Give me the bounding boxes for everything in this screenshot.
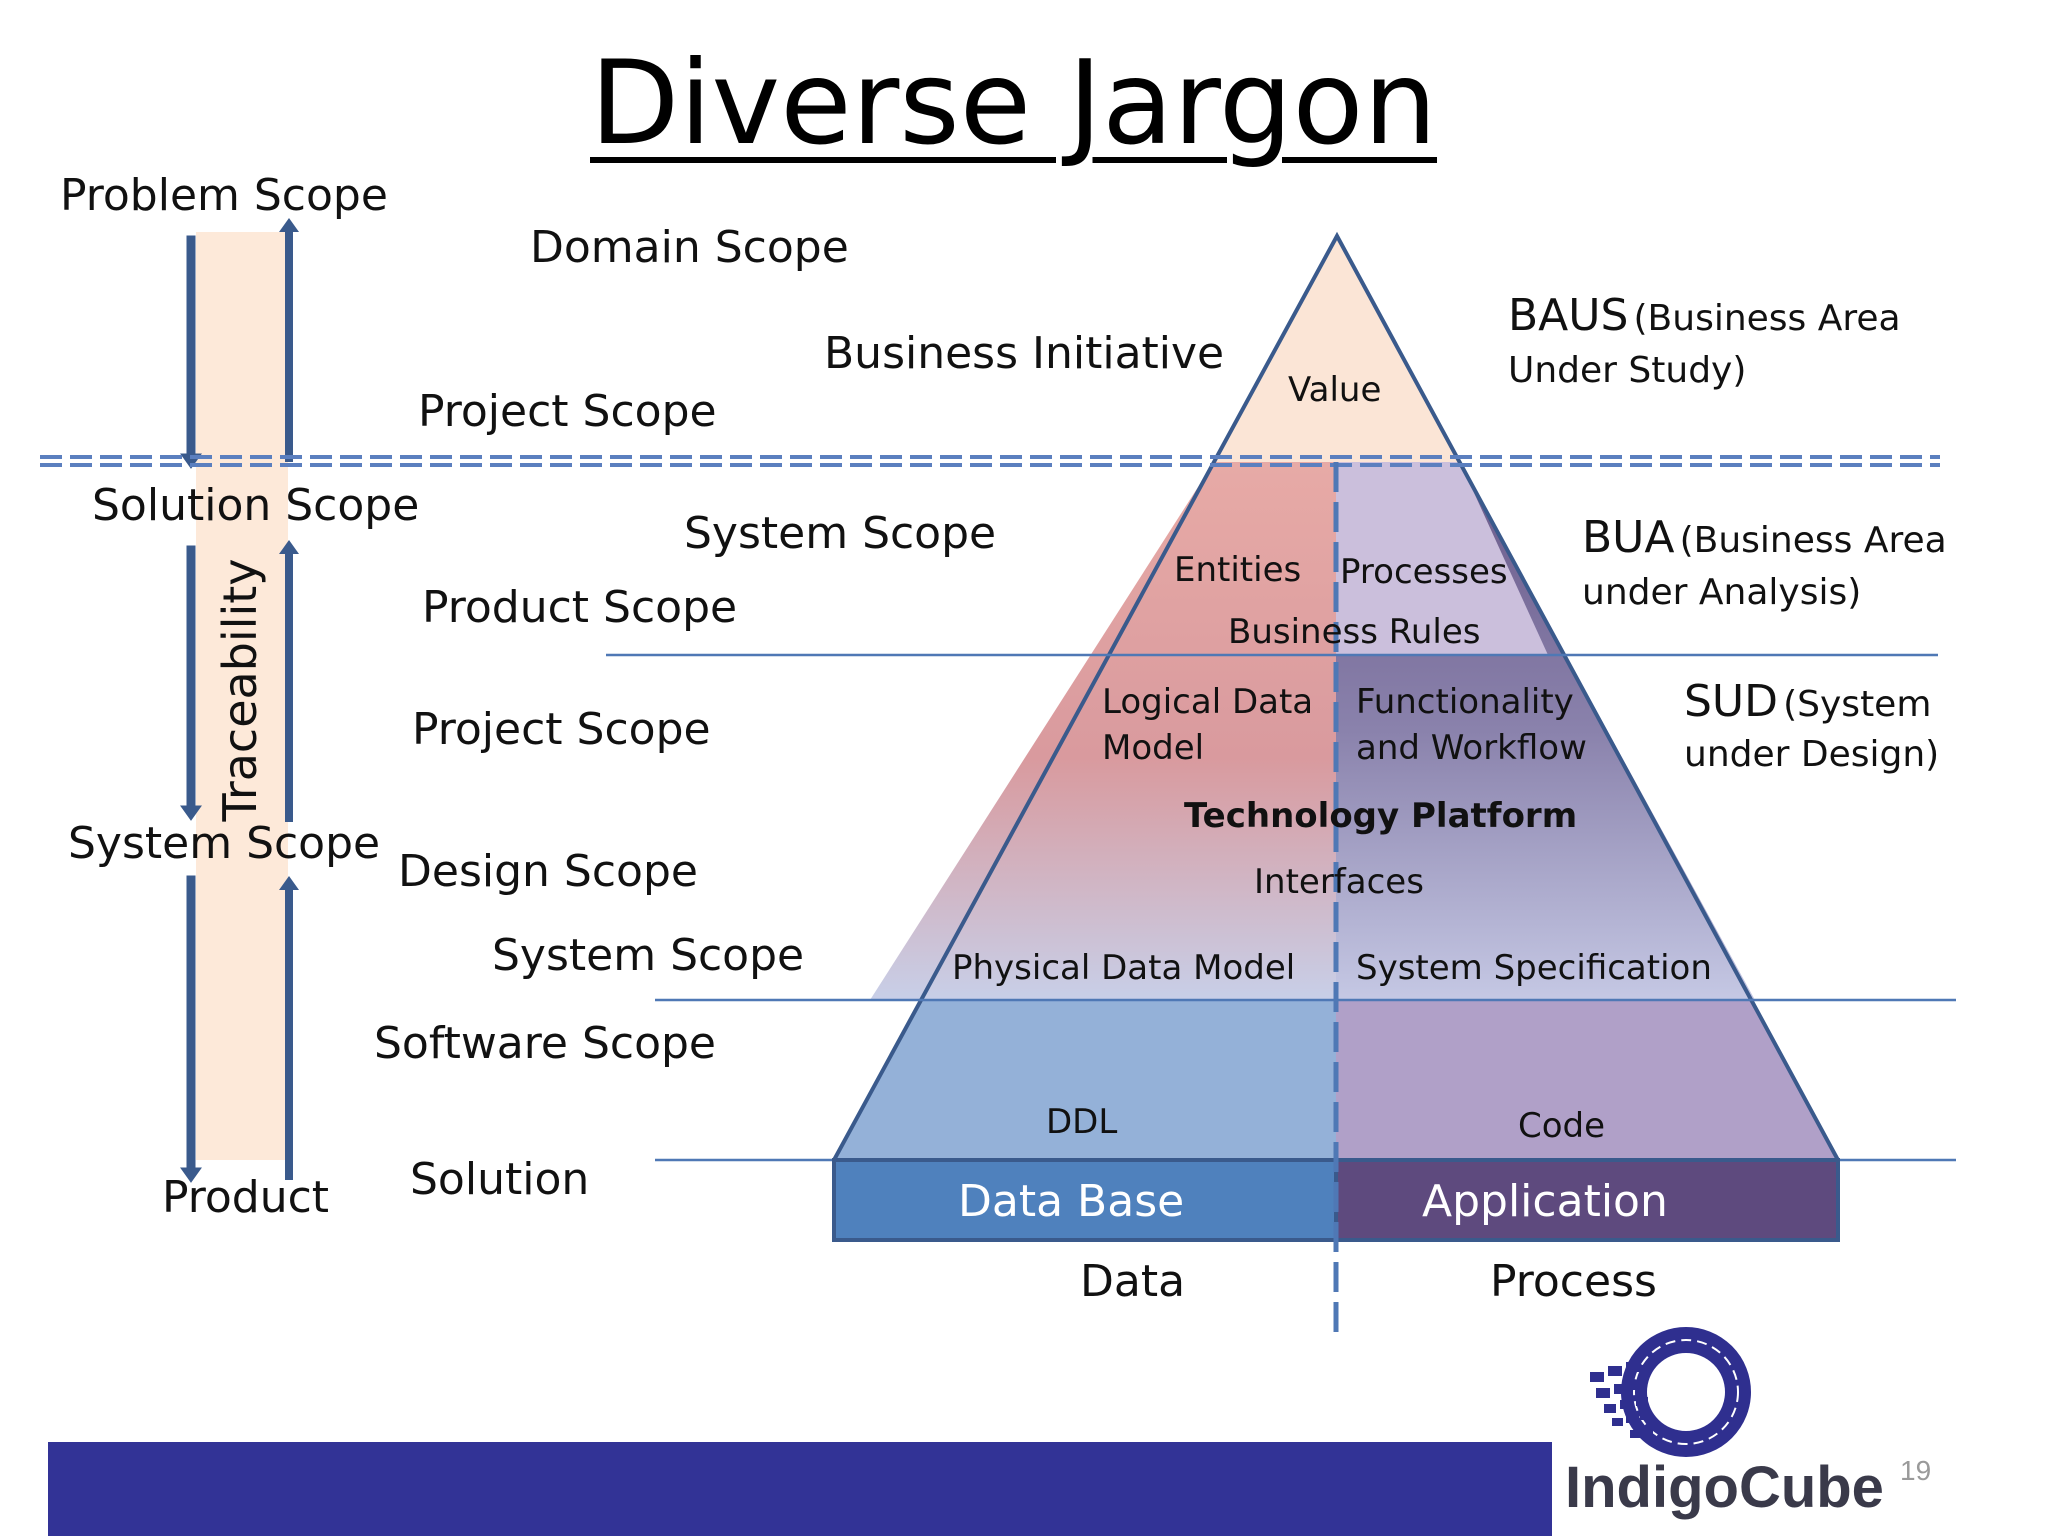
entities-label: Entities <box>1174 550 1302 590</box>
system-scope-axis-label: System Scope <box>68 818 381 869</box>
logo-text: IndigoCube <box>1565 1455 1884 1520</box>
software-scope-label: Software Scope <box>374 1018 716 1069</box>
pyramid-code-region <box>1336 1000 1836 1160</box>
sud-acronym: SUD <box>1684 676 1779 727</box>
domain-scope-label: Domain Scope <box>530 222 849 273</box>
ddl-label: DDL <box>1046 1102 1118 1142</box>
bua-acronym: BUA <box>1582 512 1675 563</box>
business-rules-label: Business Rules <box>1228 612 1481 652</box>
processes-label: Processes <box>1340 552 1508 592</box>
page-number: 19 <box>1900 1455 1932 1486</box>
page-title: Diverse Jargon <box>590 36 1438 171</box>
process-label: Process <box>1490 1256 1657 1307</box>
pyramid-outline <box>832 231 1840 1161</box>
project-scope-label: Project Scope <box>418 386 717 437</box>
database-label: Data Base <box>958 1176 1185 1227</box>
baus-acronym: BAUS <box>1508 290 1629 341</box>
database-bar <box>832 1158 1338 1242</box>
code-label: Code <box>1518 1106 1606 1146</box>
pyramid-data-region <box>870 462 1336 1000</box>
bua-description: (Business Area <box>1679 520 1947 561</box>
baus-label: BAUS (Business Area <box>1508 290 1901 341</box>
system-scope-label: System Scope <box>684 508 997 559</box>
system-specification-label: System Specification <box>1356 948 1712 988</box>
sud-label: SUD (System <box>1684 676 1931 727</box>
sud-description: (System <box>1783 684 1932 725</box>
application-bar <box>1334 1158 1840 1242</box>
sud-description: under Design) <box>1684 734 1940 775</box>
solution-label: Solution <box>410 1154 590 1205</box>
value-label: Value <box>1288 370 1382 410</box>
footer-bar <box>48 1442 1568 1536</box>
pyramid-processes-band <box>1336 462 1548 655</box>
physical-data-model-label: Physical Data Model <box>952 948 1296 988</box>
product-label: Product <box>162 1172 330 1223</box>
system-scope-label: System Scope <box>492 930 805 981</box>
interfaces-label: Interfaces <box>1254 862 1424 902</box>
design-scope-label: Design Scope <box>398 846 698 897</box>
baus-description: Under Study) <box>1508 350 1747 391</box>
bua-description: under Analysis) <box>1582 572 1862 613</box>
pyramid-value-region <box>1214 236 1460 462</box>
logical-data-model-label: Logical Data <box>1102 682 1314 722</box>
bua-label: BUA (Business Area <box>1582 512 1947 563</box>
functionality-label: Functionality <box>1356 682 1574 722</box>
project-scope-label: Project Scope <box>412 704 711 755</box>
problem-scope-label: Problem Scope <box>60 170 388 221</box>
solution-scope-label: Solution Scope <box>92 480 420 531</box>
technology-platform-label: Technology Platform <box>1184 796 1578 836</box>
application-label: Application <box>1422 1176 1668 1227</box>
pyramid-ddl-region <box>834 1000 1336 1160</box>
logical-data-model-label: Model <box>1102 728 1205 768</box>
business-initiative-label: Business Initiative <box>824 328 1225 379</box>
baus-description: (Business Area <box>1633 298 1901 339</box>
traceability-band <box>196 232 288 1160</box>
up-arrow-icon <box>279 218 299 1180</box>
traceability-label: Traceability <box>213 558 267 822</box>
product-scope-label: Product Scope <box>422 582 738 633</box>
functionality-label: and Workflow <box>1356 728 1587 768</box>
data-label: Data <box>1080 1256 1186 1307</box>
